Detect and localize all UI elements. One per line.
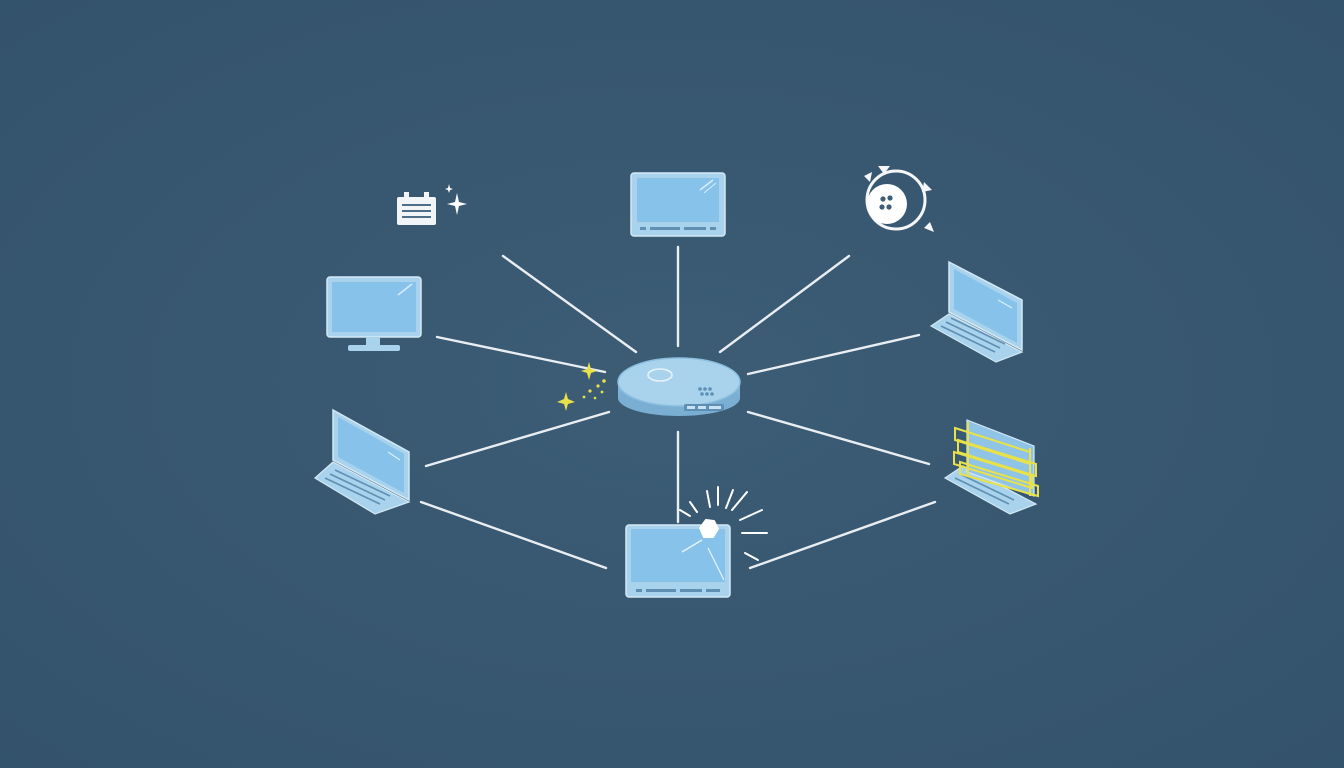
links bbox=[419, 245, 937, 570]
link-laptop-right-bottom bbox=[746, 410, 931, 466]
sparkle-icon bbox=[557, 362, 606, 411]
glitch-highlight-icon bbox=[953, 422, 1039, 498]
link-bottom-left bbox=[419, 500, 608, 570]
laptop-right-bottom bbox=[943, 419, 1039, 515]
link-monitor-left bbox=[435, 335, 607, 374]
link-top-right-diagonal bbox=[718, 254, 851, 354]
calendar-sparkle-icon bbox=[397, 184, 467, 225]
link-bottom-right bbox=[748, 500, 937, 570]
monitor-bottom bbox=[625, 524, 731, 598]
laptop-left bbox=[313, 408, 411, 515]
spark-burst-icon bbox=[679, 486, 768, 561]
monitor-left bbox=[326, 276, 422, 351]
link-top-left-diagonal bbox=[501, 254, 638, 354]
monitor-top bbox=[630, 172, 726, 237]
laptop-right-top bbox=[929, 260, 1024, 363]
link-laptop-left bbox=[424, 410, 611, 468]
link-laptop-right-top bbox=[746, 333, 921, 376]
router-hub-icon bbox=[617, 357, 741, 416]
sync-cycle-icon bbox=[864, 166, 934, 232]
